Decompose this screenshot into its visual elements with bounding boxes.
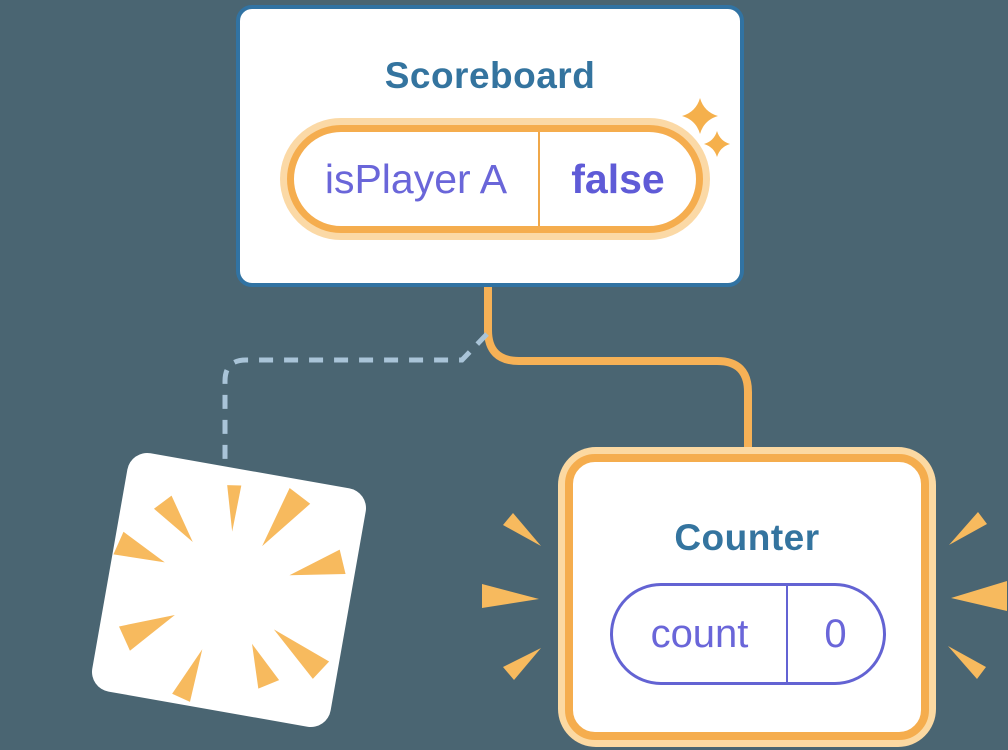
scoreboard-component-card: Scoreboard isPlayer A false [236, 5, 744, 287]
counter-state-pill: count 0 [610, 583, 886, 685]
scoreboard-state-pill: isPlayer A false [280, 118, 710, 240]
state-label: isPlayer A [324, 155, 508, 202]
counter-card-inner: Counter count 0 [565, 454, 929, 740]
emphasis-rays-left-icon [482, 513, 541, 680]
scoreboard-title: Scoreboard [384, 55, 596, 96]
state-label-cell: isPlayer A [294, 132, 538, 226]
counter-component-card: Counter count 0 [558, 447, 936, 747]
pill-divider [786, 586, 788, 682]
counter-title: Counter [674, 517, 820, 558]
pill-divider [538, 132, 540, 226]
state-value-cell: false [540, 132, 696, 226]
poof-burst-icon [113, 485, 346, 702]
state-value: 0 [824, 611, 847, 656]
dashed-connector-line [222, 332, 489, 463]
scoreboard-state-pill-inner: isPlayer A false [287, 125, 703, 233]
state-label-cell: count [613, 586, 786, 682]
emphasis-rays-right-icon [948, 512, 1007, 679]
state-value: false [571, 155, 665, 202]
state-value-cell: 0 [788, 586, 883, 682]
state-label: count [650, 611, 749, 656]
destroyed-component-card [88, 449, 370, 731]
solid-connector-line [484, 283, 752, 455]
